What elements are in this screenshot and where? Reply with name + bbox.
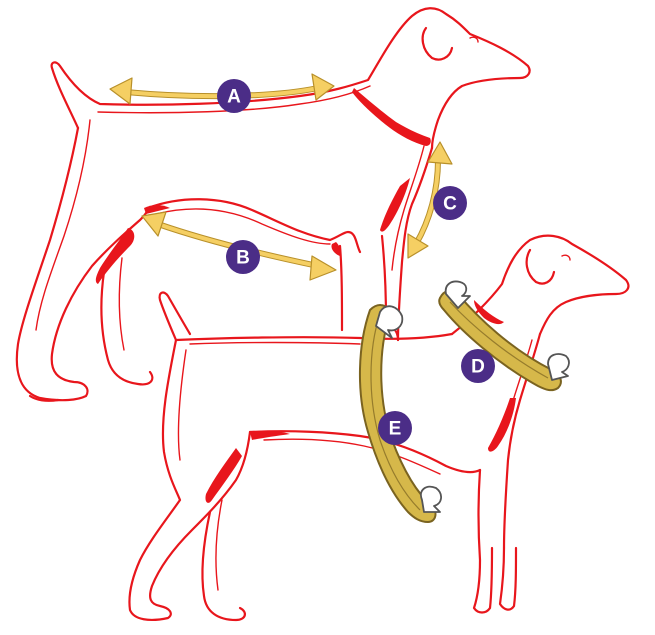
marker-b-label: B (236, 248, 250, 269)
marker-e-label: E (389, 419, 402, 440)
marker-c: C (433, 186, 467, 220)
marker-b: B (226, 240, 260, 274)
marker-e: E (378, 411, 412, 445)
marker-d-label: D (471, 357, 485, 378)
band-d-neck (439, 282, 569, 391)
marker-c-label: C (443, 194, 457, 215)
marker-d: D (461, 349, 495, 383)
marker-a-label: A (227, 87, 241, 108)
marker-a: A (217, 79, 251, 113)
